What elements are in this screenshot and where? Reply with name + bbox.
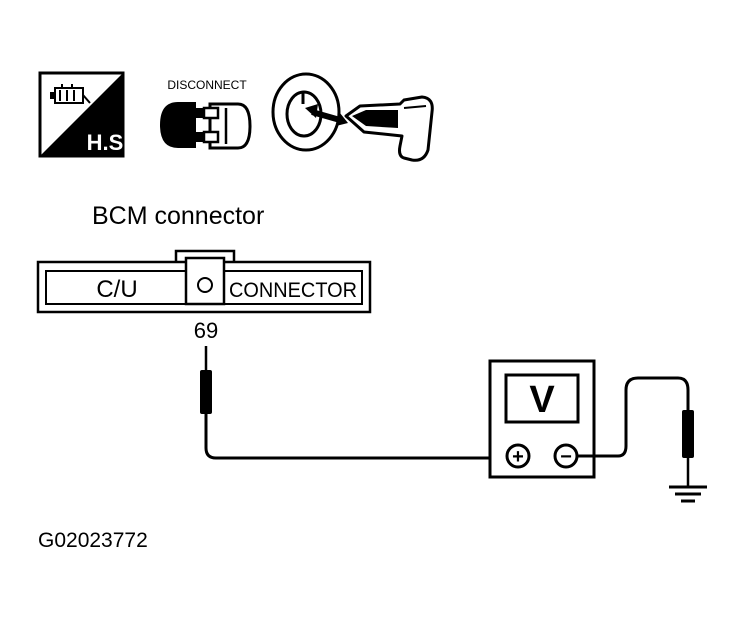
negative-terminal: [553, 443, 579, 469]
negative-lead-wire: [578, 376, 690, 458]
connector-cu-label: C/U: [96, 276, 137, 303]
connector-connector-label: CONNECTOR: [229, 279, 357, 302]
disconnect-icon: DISCONNECT: [160, 78, 252, 150]
positive-terminal-symbol: +: [512, 446, 524, 468]
connector-title: BCM connector: [92, 202, 264, 230]
ignition-key-off-icon: [271, 72, 434, 162]
voltmeter-display: [504, 373, 580, 424]
ground-icon: [669, 485, 707, 503]
positive-probe: [200, 346, 212, 420]
positive-terminal: [505, 443, 531, 469]
disconnect-label: DISCONNECT: [167, 78, 247, 92]
voltmeter: V + −: [488, 359, 596, 479]
voltmeter-mode-label: V: [529, 379, 555, 421]
harness-icon: [50, 84, 91, 104]
positive-lead-wire: [204, 420, 506, 460]
pin-69-terminal: [197, 277, 213, 293]
hs-badge-label: H.S.: [87, 130, 130, 155]
negative-terminal-symbol: −: [560, 446, 572, 468]
hs-badge-icon: H.S.: [38, 71, 130, 158]
bcm-connector: C/U CONNECTOR: [36, 249, 372, 314]
figure-id: G02023772: [38, 529, 148, 552]
negative-probe: [682, 410, 694, 486]
pin-number-label: 69: [194, 318, 218, 343]
